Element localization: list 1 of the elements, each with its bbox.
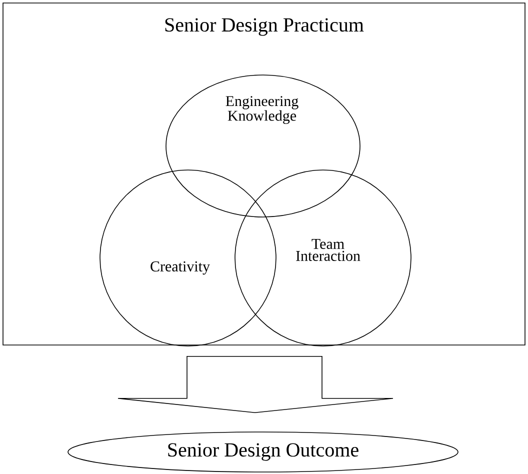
block-arrow [118,356,394,413]
